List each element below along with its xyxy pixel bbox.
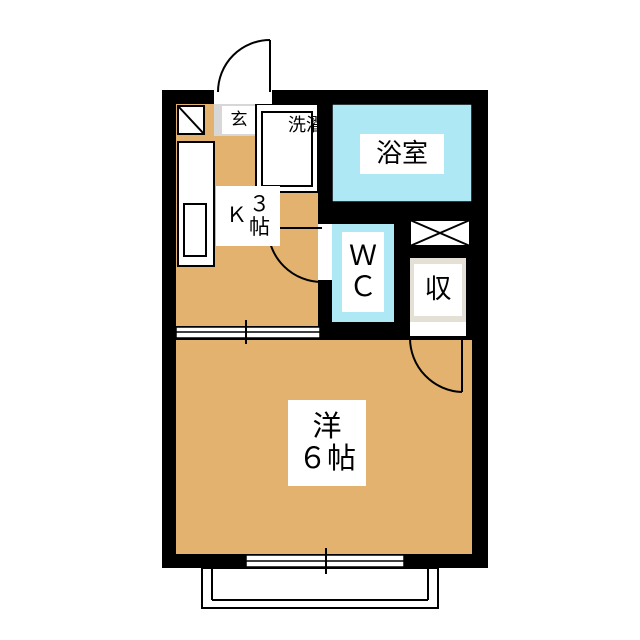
entrance-door-opening: [214, 88, 272, 104]
washroom-label: 洗濯: [288, 115, 324, 137]
south-window: [245, 548, 405, 574]
storage-label: 収: [414, 264, 462, 316]
sliding-door-kitchen: [175, 320, 321, 344]
kitchen-label: Ｋ ３ 帖: [216, 186, 280, 246]
bath-outline: [331, 103, 473, 203]
storage-door-opening: [410, 322, 466, 336]
bath-label: 浴室: [360, 134, 444, 174]
kitchen-size: ３ 帖: [249, 191, 270, 239]
storage-door: [409, 337, 463, 393]
kitchen-sink: [183, 203, 207, 257]
wc-door-opening: [318, 224, 332, 280]
shoe-box-cross: [177, 105, 205, 135]
entrance-label: 玄: [226, 108, 252, 132]
wc-label: Ｗ Ｃ: [342, 232, 384, 312]
washroom-door: [321, 150, 367, 211]
western-room-label: 洋 ６帖: [288, 400, 366, 486]
balcony: [201, 567, 439, 609]
kitchen-prefix: Ｋ: [226, 203, 247, 228]
closet-cross-icon: [409, 219, 471, 247]
entrance-door: [217, 39, 271, 93]
washing-machine-pan: [261, 111, 313, 187]
